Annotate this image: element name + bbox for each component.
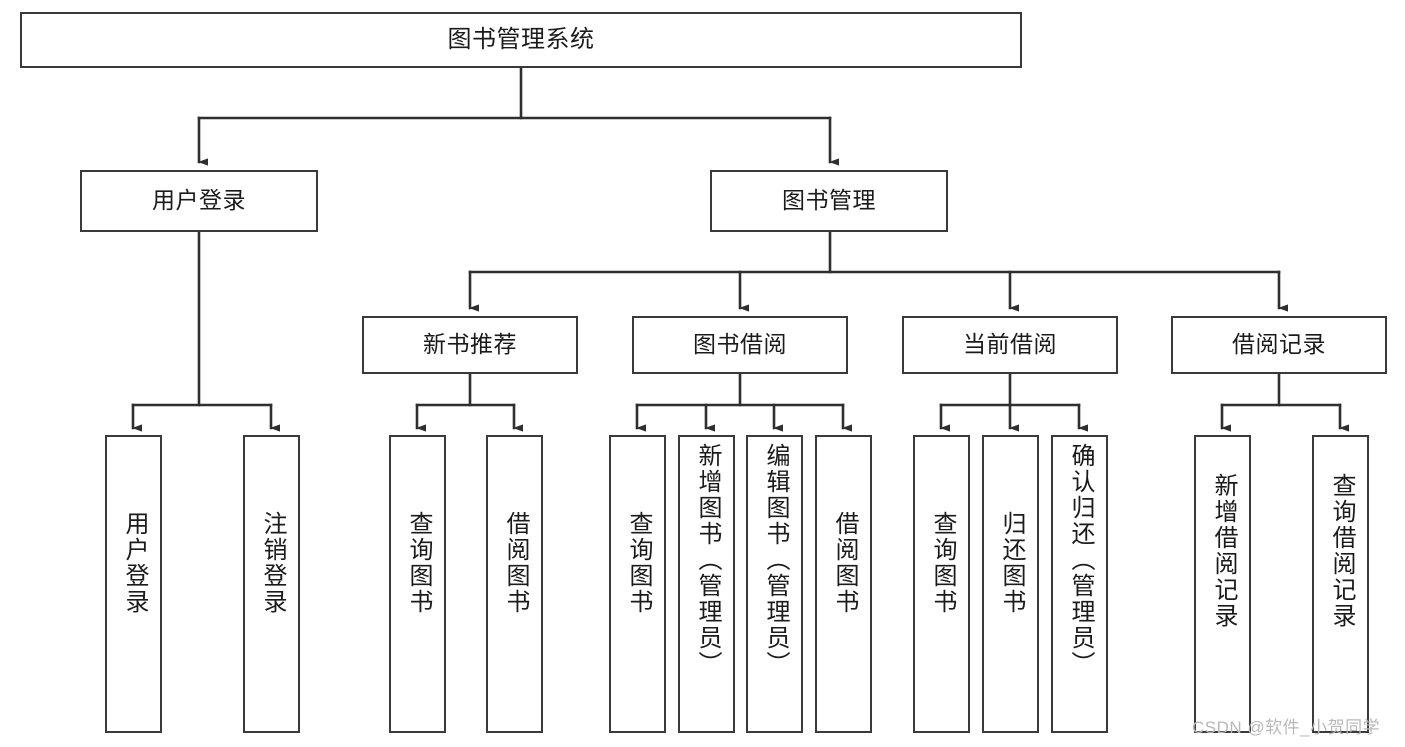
leaf-current-borrow-query[interactable]: 查询图书	[913, 435, 970, 733]
node-label: 新增借阅记录	[1209, 473, 1237, 629]
leaf-current-borrow-confirm[interactable]: 确认归还（管理员）	[1051, 435, 1108, 733]
leaf-borrow-record-add[interactable]: 新增借阅记录	[1194, 435, 1251, 733]
leaf-borrow-record-query[interactable]: 查询借阅记录	[1312, 435, 1369, 733]
node-label: 图书借阅	[693, 331, 787, 358]
node-book-borrow[interactable]: 图书借阅	[632, 316, 848, 374]
node-label: 用户登录	[120, 511, 148, 615]
node-label: 图书管理	[782, 187, 876, 214]
node-current-borrow[interactable]: 当前借阅	[902, 316, 1118, 374]
node-book-management[interactable]: 图书管理	[710, 170, 948, 232]
node-label: 确认归还（管理员）	[1066, 443, 1094, 677]
node-label: 用户登录	[152, 187, 246, 214]
node-label: 当前借阅	[963, 331, 1057, 358]
leaf-book-borrow-edit[interactable]: 编辑图书（管理员）	[746, 435, 803, 733]
node-user-login[interactable]: 用户登录	[80, 170, 318, 232]
node-label: 借阅图书	[830, 511, 858, 615]
leaf-new-book-query[interactable]: 查询图书	[389, 435, 446, 733]
leaf-user-login-signin[interactable]: 用户登录	[105, 435, 162, 733]
watermark-text: CSDN @软件_小贺同学	[1192, 718, 1381, 737]
leaf-user-login-signout[interactable]: 注销登录	[243, 435, 300, 733]
node-label: 归还图书	[997, 511, 1025, 615]
leaf-new-book-borrow[interactable]: 借阅图书	[486, 435, 543, 733]
node-label: 查询图书	[928, 511, 956, 615]
node-label: 借阅图书	[501, 511, 529, 615]
node-label: 查询图书	[624, 511, 652, 615]
node-label: 图书管理系统	[447, 25, 595, 53]
node-label: 编辑图书（管理员）	[761, 443, 789, 677]
node-label: 查询图书	[404, 511, 432, 615]
node-label: 查询借阅记录	[1327, 473, 1355, 629]
node-label: 借阅记录	[1232, 331, 1326, 358]
node-label: 注销登录	[258, 511, 286, 615]
leaf-current-borrow-return[interactable]: 归还图书	[982, 435, 1039, 733]
node-label: 新增图书（管理员）	[693, 443, 721, 677]
leaf-book-borrow-add[interactable]: 新增图书（管理员）	[678, 435, 735, 733]
leaf-book-borrow-borrow[interactable]: 借阅图书	[815, 435, 872, 733]
node-new-book-recommend[interactable]: 新书推荐	[362, 316, 578, 374]
node-label: 新书推荐	[423, 331, 517, 358]
node-borrow-record[interactable]: 借阅记录	[1171, 316, 1387, 374]
leaf-book-borrow-query[interactable]: 查询图书	[609, 435, 666, 733]
node-root-system[interactable]: 图书管理系统	[20, 12, 1022, 68]
